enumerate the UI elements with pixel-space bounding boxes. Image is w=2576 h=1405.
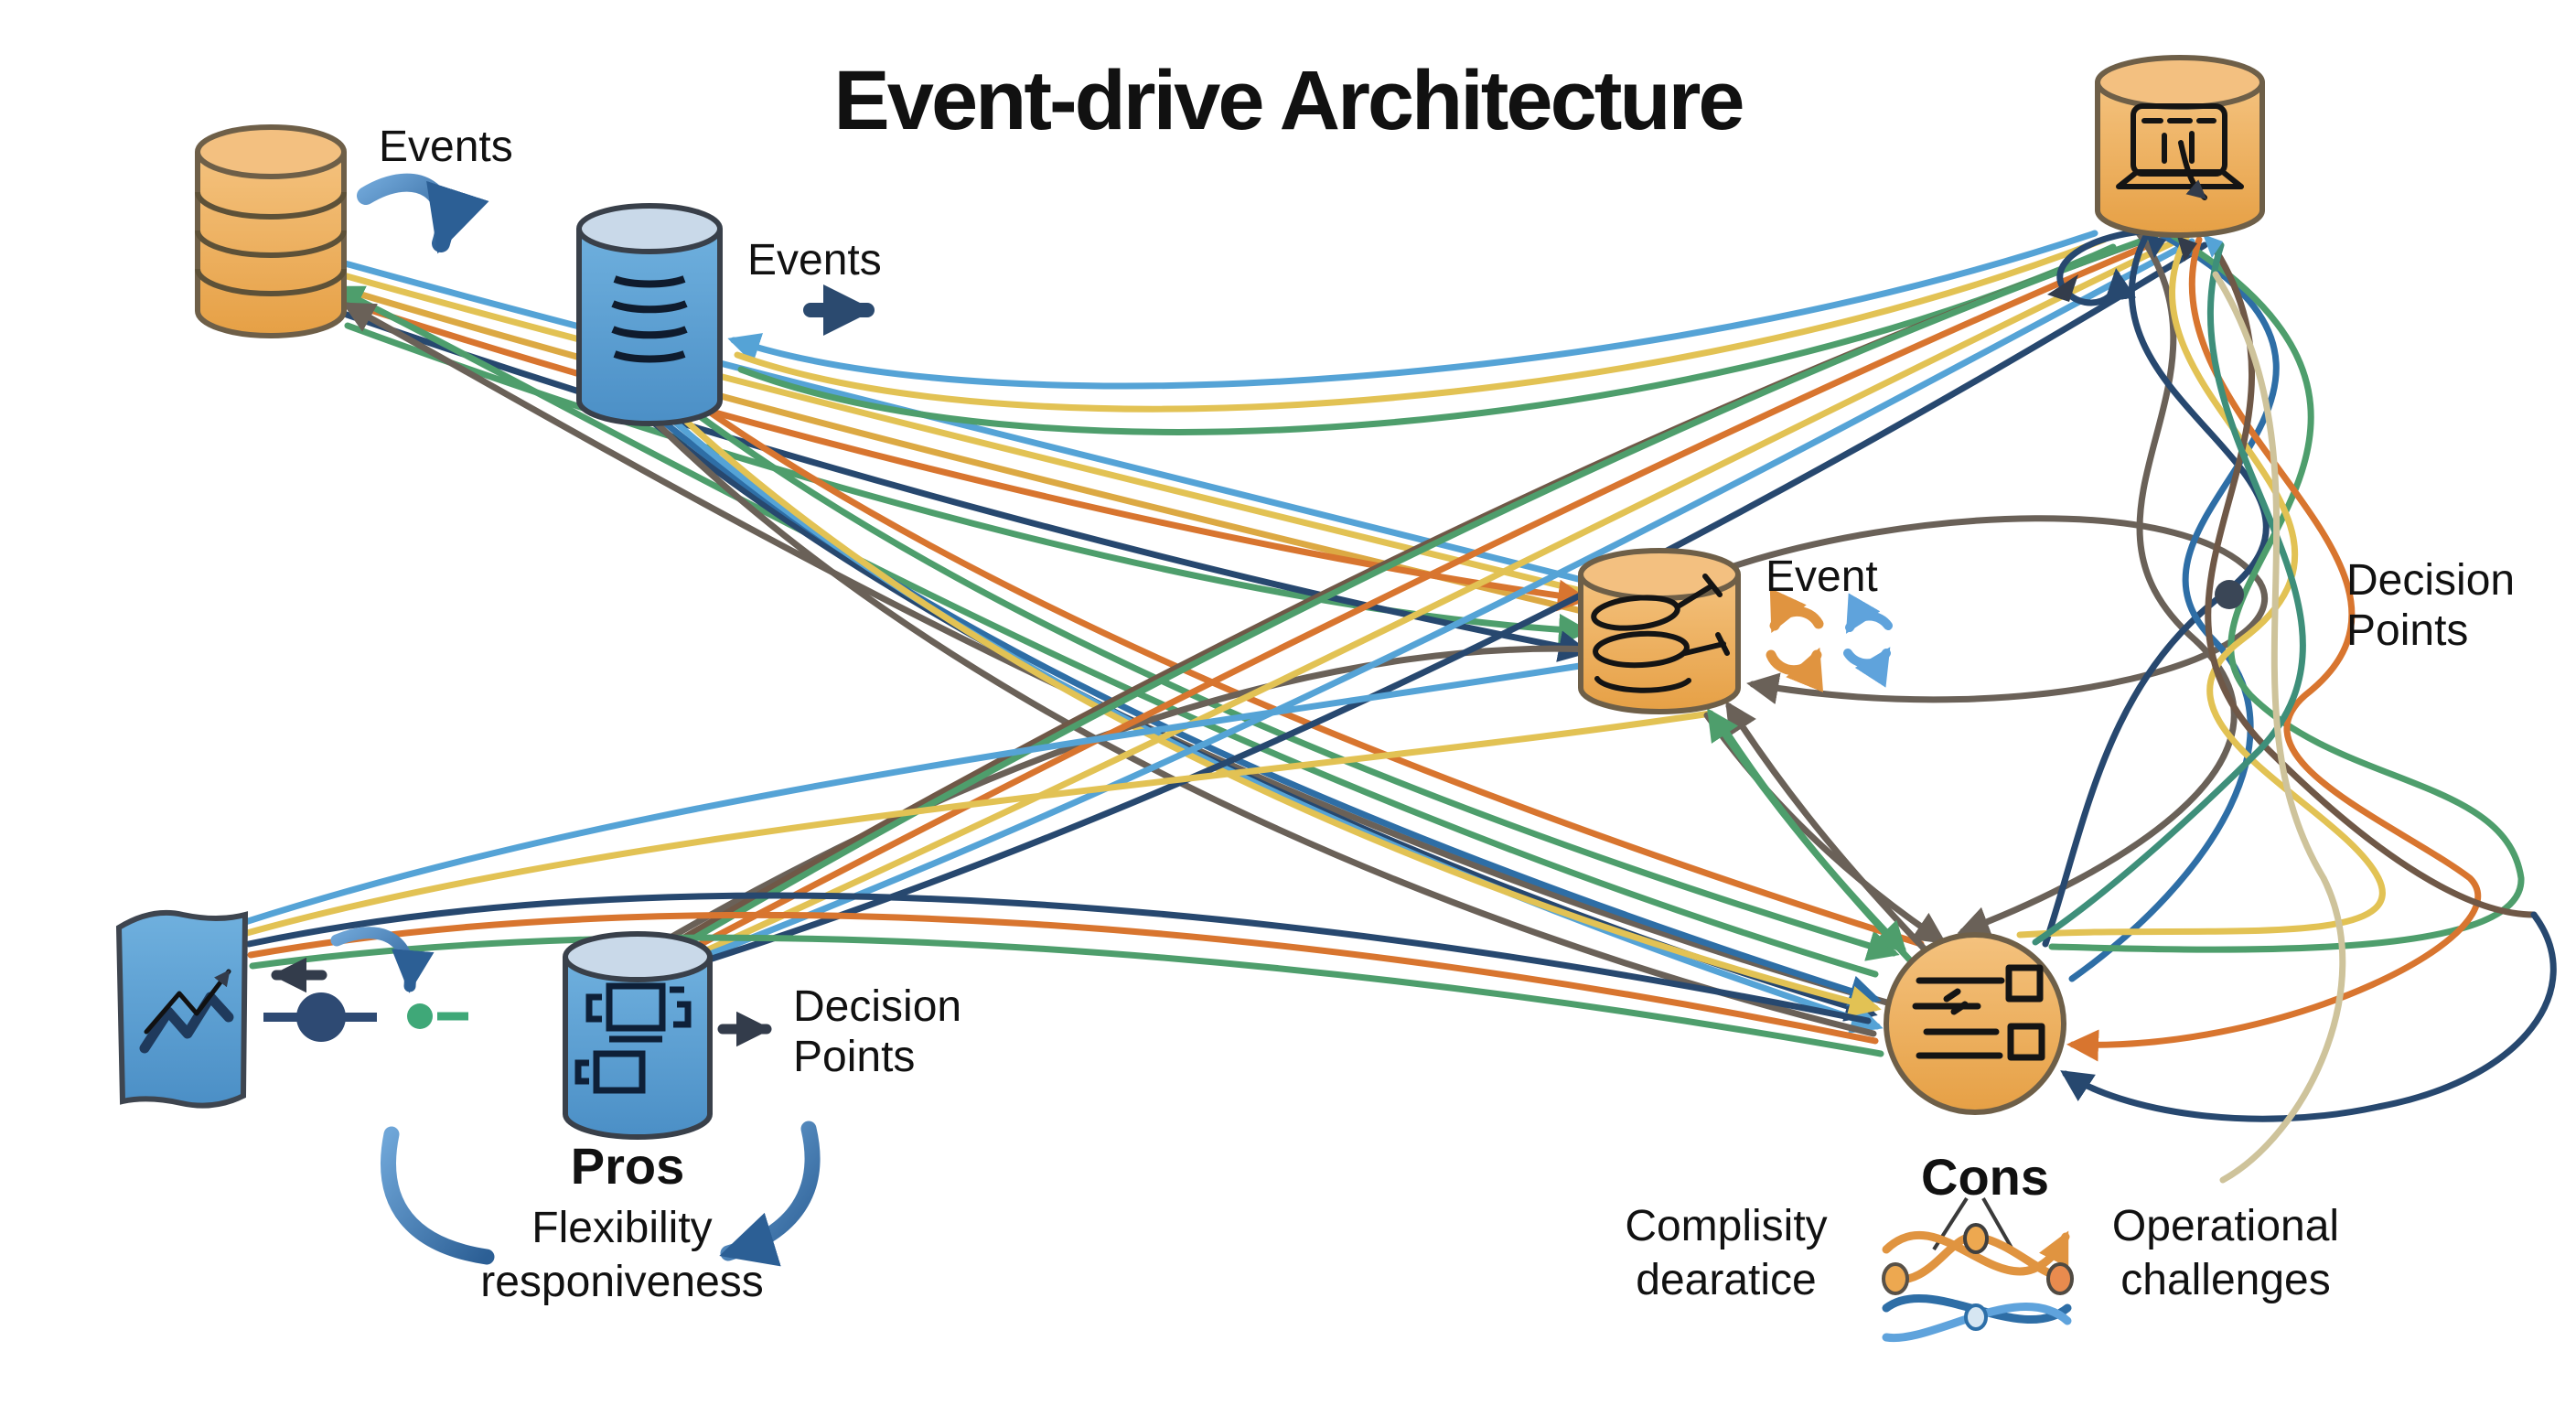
navy-dot-icon: [296, 992, 346, 1042]
decision-points-left-label: Decision Points: [793, 982, 962, 1081]
decision-dot-icon: [2215, 580, 2244, 609]
events-curved-arrow-icon: [357, 173, 489, 254]
source-database-icon: [195, 124, 347, 338]
pros-label: Pros: [570, 1137, 685, 1195]
loop-arrow-icon: [330, 927, 435, 993]
cons-label: Cons: [1921, 1148, 2049, 1206]
event-store-database-icon: [1578, 548, 1741, 714]
page-title: Event-drive Architecture: [833, 54, 1744, 147]
network-crossing-icon: [1882, 1196, 2074, 1343]
events-top-label: Events: [379, 123, 513, 171]
sync-blue-icon: [1843, 593, 1893, 688]
cons-sub-left-label: Complisity dearatice: [1625, 1202, 1828, 1304]
pros-left-swoosh-icon: [381, 1126, 495, 1265]
sync-orange-icon: [1766, 587, 1824, 692]
decision-points-right-label: Decision Points: [2346, 556, 2516, 655]
consumer-terminal-cylinder-icon: [2095, 55, 2265, 238]
flow-lines: [242, 227, 2557, 1184]
analytics-flag-icon: [115, 909, 249, 1109]
event-stream-database-icon: [576, 203, 723, 426]
cons-sub-right-label: Operational challenges: [2111, 1202, 2340, 1304]
event-label: Event: [1766, 552, 1878, 601]
accent-arrows: [263, 173, 875, 1267]
process-database-icon: [563, 931, 713, 1140]
events-mid-label: Events: [747, 236, 882, 284]
green-dot-icon: [407, 1003, 433, 1029]
pros-sub-label: Flexibility responiveness: [480, 1204, 764, 1306]
pros-right-swoosh-icon: [719, 1121, 821, 1267]
cons-list-circle-icon: [1884, 932, 2066, 1115]
